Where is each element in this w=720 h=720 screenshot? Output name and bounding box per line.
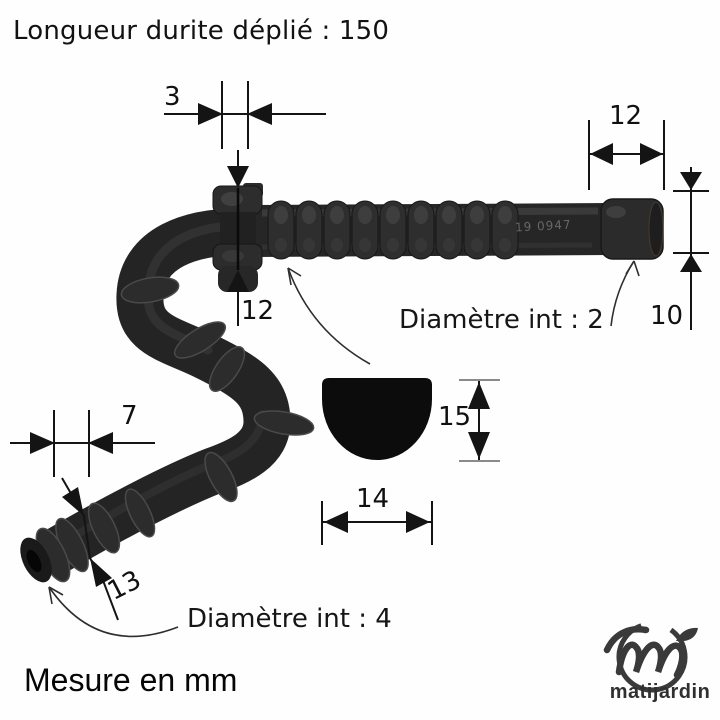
hose-marking: 19 0947 [514, 217, 572, 235]
dim-groove-lines [164, 81, 326, 149]
dim-section-width-label: 14 [356, 484, 390, 514]
hose-photo [20, 183, 664, 583]
cross-section-shape [322, 378, 432, 460]
label-inner-diameter-4: Diamètre int : 4 [187, 604, 392, 634]
dim-endcap-length-label: 12 [609, 101, 643, 131]
leader-arrows [48, 260, 640, 638]
page-title: Longueur durite déplié : 150 [13, 16, 390, 46]
dim-collar-height-label: 12 [241, 296, 275, 326]
dim-groove-width-label: 3 [164, 82, 181, 112]
hose-end-opening [20, 537, 52, 583]
dim-section-height-label: 15 [438, 402, 472, 432]
logo-m [603, 626, 686, 679]
dim-section-height-lines [459, 379, 500, 462]
label-inner-diameter-2: Diamètre int : 2 [399, 305, 604, 335]
dim-endcap-diameter-label: 10 [650, 301, 684, 331]
measure-note: Mesure en mm [24, 662, 238, 698]
dimension-annotations [10, 81, 709, 638]
dim-tube-diameter-label: 7 [121, 401, 138, 431]
dim-section-width-lines [321, 501, 433, 545]
dim-endcap-length-lines [588, 120, 665, 190]
dim-endcap-diameter-lines [673, 167, 709, 330]
dim-collar-lines [227, 150, 249, 326]
brand-name: matijardin [609, 681, 711, 703]
brand-logo [603, 621, 698, 693]
dim-end-collar-lines [61, 477, 119, 621]
hose-ribs [267, 200, 519, 260]
leaf-icon [676, 627, 698, 642]
hose-rings [35, 276, 315, 583]
hose-end-cap [600, 198, 664, 260]
dim-tube-diameter-lines [10, 410, 155, 477]
